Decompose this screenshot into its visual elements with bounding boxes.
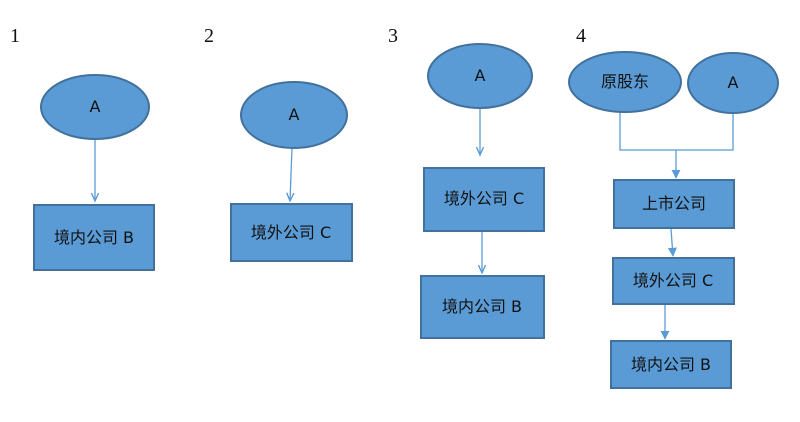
panel-number: 1 bbox=[10, 25, 20, 47]
node-a-label: A bbox=[90, 97, 101, 116]
node-domestic-company-b bbox=[420, 275, 545, 339]
connector-a-to-c bbox=[290, 147, 292, 201]
node-offshore-company-c bbox=[423, 167, 545, 232]
node-domestic-company-b-label: 境内公司 B bbox=[54, 228, 134, 247]
connector-listed-to-c bbox=[667, 228, 677, 257]
node-offshore-company-c-label: 境外公司 C bbox=[444, 189, 524, 208]
node-offshore-company-c-label: 境外公司 C bbox=[633, 271, 713, 290]
node-a bbox=[687, 52, 779, 114]
node-a bbox=[40, 74, 150, 140]
node-a-label: A bbox=[475, 66, 486, 85]
node-a-label: A bbox=[728, 73, 739, 92]
panel-number: 4 bbox=[576, 25, 586, 47]
node-domestic-company-b bbox=[610, 340, 732, 389]
node-offshore-company-c-label: 境外公司 C bbox=[251, 223, 331, 242]
panel-number: 2 bbox=[204, 25, 214, 47]
node-offshore-company-c bbox=[612, 257, 735, 305]
connector-shareholders-bracket bbox=[619, 112, 734, 151]
node-original-shareholders-label: 原股东 bbox=[601, 72, 649, 91]
node-a bbox=[240, 81, 348, 149]
panel-2: 2 A 境外公司 C bbox=[204, 25, 353, 262]
node-a-label: A bbox=[289, 105, 300, 124]
node-domestic-company-b-label: 境内公司 B bbox=[442, 297, 522, 316]
node-listed-company-label: 上市公司 bbox=[642, 194, 706, 213]
panel-number: 3 bbox=[388, 25, 398, 47]
node-listed-company bbox=[613, 179, 735, 229]
panel-3: 3 A 境外公司 C 境内公司 B bbox=[388, 25, 545, 339]
panel-4: 4 原股东 A 上市公司 境外公司 C 境内公司 B bbox=[568, 25, 779, 389]
node-domestic-company-b bbox=[33, 204, 155, 271]
panel-1: 1 A 境内公司 B bbox=[10, 25, 155, 271]
node-original-shareholders bbox=[568, 51, 682, 113]
node-domestic-company-b-label: 境内公司 B bbox=[631, 355, 711, 374]
node-a bbox=[427, 43, 533, 109]
node-offshore-company-c bbox=[230, 203, 353, 262]
